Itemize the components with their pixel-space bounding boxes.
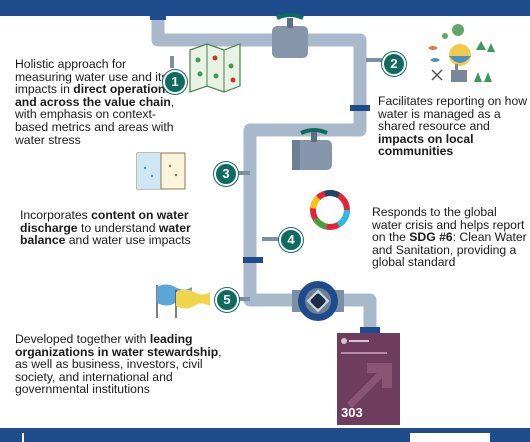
step-1-text: Holistic approach for measuring water us…	[15, 57, 175, 147]
report-cover: 303	[337, 333, 400, 425]
flow-meter	[292, 281, 344, 321]
report-arrow-icon	[347, 363, 392, 408]
sdg-wheel-icon	[310, 190, 350, 230]
step-5-badge: 5	[215, 288, 239, 312]
step-2-badge: 2	[382, 52, 406, 76]
pipe-joint	[150, 14, 166, 20]
connector-4	[262, 237, 278, 241]
pipe-joint	[243, 257, 263, 263]
top-banner	[0, 0, 530, 16]
step-4-text: Responds to the global water crisis and …	[372, 205, 527, 270]
map-icon	[189, 43, 241, 93]
connector-3	[236, 171, 250, 175]
step-5-text: Developed together with leading organiza…	[15, 332, 222, 397]
step-2-text: Facilitates reporting on how water is ma…	[378, 94, 528, 159]
connector-5	[236, 297, 250, 301]
valve-top	[272, 13, 308, 58]
flags-icon	[156, 284, 210, 318]
valve-middle	[292, 128, 332, 170]
step-3-text: Incorporates content on water discharge …	[20, 208, 191, 248]
community-icon	[428, 24, 495, 82]
connector-2	[366, 58, 382, 62]
pipe-joint	[360, 327, 380, 333]
report-number: 303	[341, 405, 363, 420]
step-1-badge: 1	[163, 70, 187, 94]
step-3-badge: 3	[214, 162, 238, 186]
report-title-line	[341, 352, 387, 354]
bottom-button[interactable]	[410, 433, 490, 442]
water-discharge-icon	[136, 152, 186, 190]
connector-1	[170, 56, 174, 68]
report-logo-icon	[341, 338, 347, 344]
bottom-banner	[0, 428, 530, 442]
bottom-tick	[22, 433, 24, 442]
report-logo-line	[349, 340, 369, 342]
step-4-badge: 4	[279, 228, 303, 252]
pipe-joint	[350, 105, 370, 111]
